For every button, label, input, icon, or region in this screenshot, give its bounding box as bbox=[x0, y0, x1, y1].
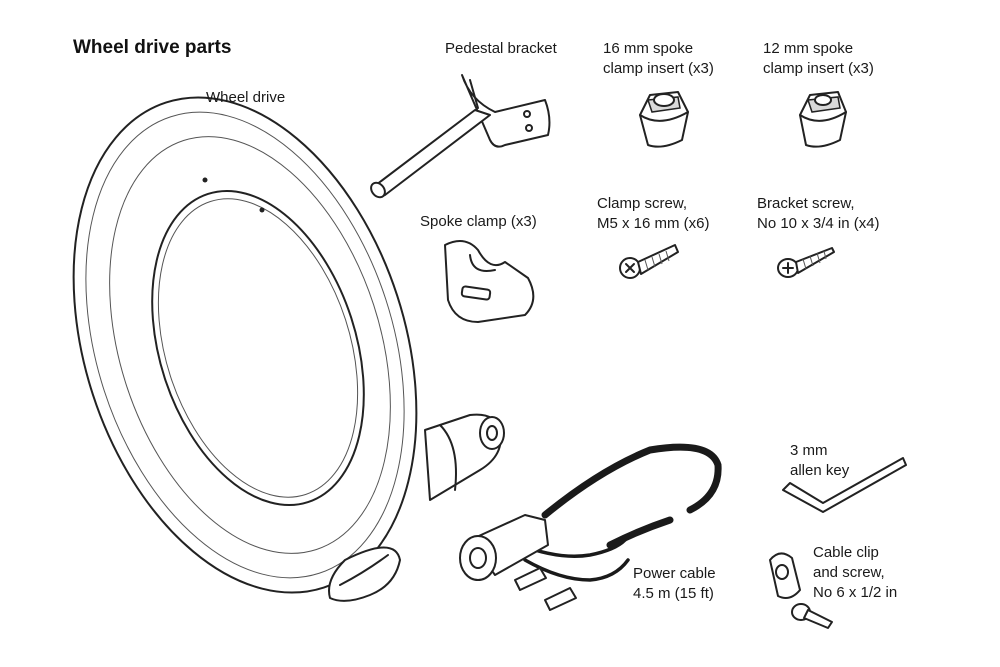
label-cable-clip: Cable clip and screw, No 6 x 1/2 in bbox=[813, 543, 897, 603]
label-clamp-screw: Clamp screw, M5 x 16 mm (x6) bbox=[597, 194, 710, 234]
pedestal-bracket-icon bbox=[370, 74, 551, 199]
label-spoke-clamp: Spoke clamp (x3) bbox=[420, 212, 537, 232]
label-bracket-screw-line1: Bracket screw, bbox=[757, 195, 855, 212]
label-16mm-insert: 16 mm spoke clamp insert (x3) bbox=[603, 39, 714, 79]
clamp-screw-icon bbox=[619, 244, 679, 279]
label-allen-key-line1: 3 mm bbox=[790, 442, 828, 459]
label-12mm-insert-line2: clamp insert (x3) bbox=[763, 60, 874, 77]
wheel-drive-icon bbox=[72, 96, 505, 602]
label-spoke-clamp-text: Spoke clamp (x3) bbox=[420, 213, 537, 230]
label-power-cable: Power cable 4.5 m (15 ft) bbox=[633, 564, 716, 604]
label-allen-key-line2: allen key bbox=[790, 462, 850, 479]
label-16mm-insert-line1: 16 mm spoke bbox=[603, 40, 694, 57]
label-pedestal-bracket-text: Pedestal bracket bbox=[445, 40, 557, 57]
allen-key-icon bbox=[782, 457, 907, 513]
power-cable-icon bbox=[459, 443, 722, 611]
spoke-clamp-insert-16mm-icon bbox=[639, 91, 689, 148]
label-wheel-drive-text: Wheel drive bbox=[206, 89, 286, 106]
label-12mm-insert-line1: 12 mm spoke bbox=[763, 40, 854, 57]
label-pedestal-bracket: Pedestal bracket bbox=[445, 39, 557, 59]
label-clamp-screw-line1: Clamp screw, bbox=[597, 195, 688, 212]
spoke-clamp-icon bbox=[444, 240, 535, 323]
label-cable-clip-line2: and screw, bbox=[813, 564, 885, 581]
cable-clip-icon bbox=[769, 552, 833, 629]
bracket-screw-icon bbox=[777, 247, 835, 278]
label-allen-key: 3 mm allen key bbox=[790, 441, 849, 481]
label-bracket-screw-line2: No 10 x 3/4 in (x4) bbox=[757, 215, 880, 232]
label-bracket-screw: Bracket screw, No 10 x 3/4 in (x4) bbox=[757, 194, 880, 234]
label-cable-clip-line3: No 6 x 1/2 in bbox=[813, 584, 898, 601]
label-cable-clip-line1: Cable clip bbox=[813, 544, 879, 561]
label-wheel-drive: Wheel drive bbox=[206, 88, 285, 108]
label-power-cable-line1: Power cable bbox=[633, 565, 716, 582]
label-16mm-insert-line2: clamp insert (x3) bbox=[603, 60, 714, 77]
spoke-clamp-insert-12mm-icon bbox=[799, 91, 847, 148]
label-clamp-screw-line2: M5 x 16 mm (x6) bbox=[597, 215, 710, 232]
label-12mm-insert: 12 mm spoke clamp insert (x3) bbox=[763, 39, 874, 79]
page-title: Wheel drive parts bbox=[73, 37, 232, 58]
label-power-cable-line2: 4.5 m (15 ft) bbox=[633, 585, 714, 602]
